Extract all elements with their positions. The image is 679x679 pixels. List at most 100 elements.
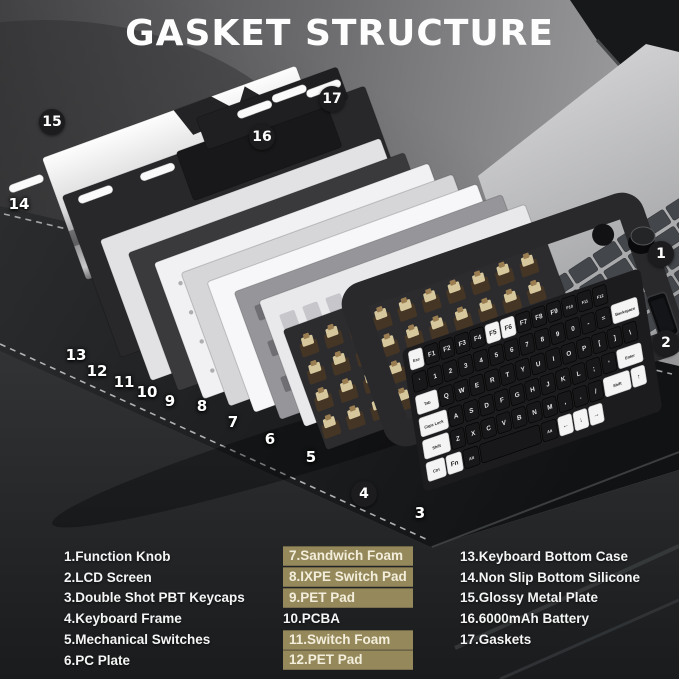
keycap-legend: Y	[520, 366, 526, 375]
keycap-assembly: EscF1F2F3F4F5F6F7F8F9F10F11F12`123456789…	[402, 269, 662, 491]
keycap	[514, 357, 532, 381]
keycap-legend: B	[517, 414, 523, 423]
keycap	[621, 321, 639, 344]
keycap-legend: 4	[479, 357, 484, 365]
keycap	[484, 321, 502, 344]
keycap-legend: Z	[456, 435, 461, 443]
legend-item-label: 4.Keyboard Frame	[64, 611, 182, 627]
keycap	[503, 338, 520, 361]
legend-item-14: 14.Non Slip Bottom Silicone	[460, 567, 640, 588]
legend-item-7: 7.Sandwich Foam	[283, 546, 413, 567]
keycap	[457, 354, 474, 377]
callout-13: 13	[65, 346, 87, 364]
legend-item-2: 2.LCD Screen	[64, 567, 245, 588]
legend-item-label: 9.PET Pad	[283, 587, 413, 608]
callout-10: 10	[136, 383, 158, 401]
keycap-legend: Shift	[432, 443, 442, 451]
keycap-legend: F10	[566, 303, 574, 310]
keycap	[515, 310, 532, 334]
desk-edge-streak2	[499, 598, 679, 679]
keycap-legend: -	[587, 320, 590, 328]
keycap-legend: F	[500, 397, 505, 405]
legend-item-label: 13.Keyboard Bottom Case	[460, 548, 629, 564]
legend-item-label: 3.Double Shot PBT Keycaps	[64, 590, 245, 606]
keycap-legend: →	[593, 411, 600, 420]
page-title: GASKET STRUCTURE	[125, 13, 554, 54]
keycap	[495, 411, 513, 434]
keycap-legend: Shift	[613, 380, 623, 388]
keycap-legend: O	[566, 350, 572, 359]
keycap-legend: '	[608, 360, 611, 368]
keycap	[438, 384, 455, 407]
keycap	[530, 305, 548, 328]
keycap-legend: Enter	[625, 352, 636, 360]
keycap	[610, 297, 640, 324]
keycap-legend: U	[536, 360, 542, 369]
keycap	[580, 311, 597, 335]
keycap	[564, 317, 582, 340]
keycap-legend: 5	[494, 351, 499, 359]
keycap-legend: F3	[458, 339, 467, 349]
keycap	[438, 337, 456, 360]
legend-item-9: 9.PET Pad	[283, 587, 413, 609]
keycap-legend: ]	[613, 334, 616, 342]
keycap	[549, 322, 566, 345]
keycap-legend: F12	[597, 293, 605, 300]
keycap	[479, 424, 542, 464]
legend-item-label: 10.PCBA	[283, 611, 341, 627]
callout-16: 16	[249, 124, 275, 150]
keycap-legend: ←	[562, 421, 569, 430]
callout-14: 14	[8, 195, 30, 213]
keycap	[530, 352, 547, 376]
keycap-legend: F5	[489, 328, 498, 338]
keycap	[408, 347, 425, 371]
callout-12: 12	[86, 362, 108, 380]
keycap-legend: 7	[525, 341, 530, 349]
keycap-legend: F8	[535, 313, 544, 323]
keycap	[570, 362, 587, 385]
keycap-legend: Tab	[424, 399, 432, 406]
callout-17: 17	[319, 86, 345, 112]
keycap-legend: Fn	[450, 459, 459, 469]
legend-item-12: 12.PET Pad	[283, 650, 413, 671]
keycap	[499, 316, 517, 339]
keycap-legend: \	[629, 329, 632, 337]
keycap	[554, 367, 572, 391]
legend-item-label: 12.PET Pad	[283, 650, 413, 671]
callout-15: 15	[39, 109, 65, 135]
legend-item-5: 5.Mechanical Switches	[64, 629, 245, 650]
keycap-legend: Q	[443, 392, 449, 401]
keycap-legend: ↑	[637, 373, 641, 381]
legend-item-15: 15.Glossy Metal Plate	[460, 588, 640, 609]
keycap-legend: Esc	[413, 356, 421, 364]
keycap-legend: X	[471, 430, 477, 439]
callout-5: 5	[305, 448, 317, 466]
keycap	[616, 342, 644, 369]
keycap	[423, 342, 440, 365]
callout-3: 3	[414, 504, 426, 522]
keycap	[454, 331, 471, 355]
keycap	[587, 379, 605, 403]
keycap	[557, 413, 574, 437]
keycap-legend: ;	[592, 365, 595, 373]
callout-4: 4	[351, 481, 377, 507]
keycap	[545, 300, 563, 323]
desk-surface	[0, 351, 679, 679]
keycap-legend: F11	[581, 298, 589, 305]
keycap-legend: .	[579, 393, 582, 401]
keycap-legend: 0	[571, 325, 576, 333]
legend-item-8: 8.IXPE Switch Pad	[283, 567, 413, 588]
keycap	[534, 327, 551, 351]
keycap	[462, 445, 481, 469]
callout-7: 7	[227, 413, 239, 431]
keycap	[539, 372, 557, 396]
legend-item-17: 17.Gaskets	[460, 629, 640, 650]
keycap-legend: =	[601, 315, 606, 323]
keycap	[560, 342, 578, 365]
keycap	[595, 306, 612, 330]
legend-item-13: 13.Keyboard Bottom Case	[460, 546, 640, 567]
keycap-legend: Ctrl	[433, 467, 440, 474]
legend-item-label: 7.Sandwich Foam	[283, 546, 413, 567]
